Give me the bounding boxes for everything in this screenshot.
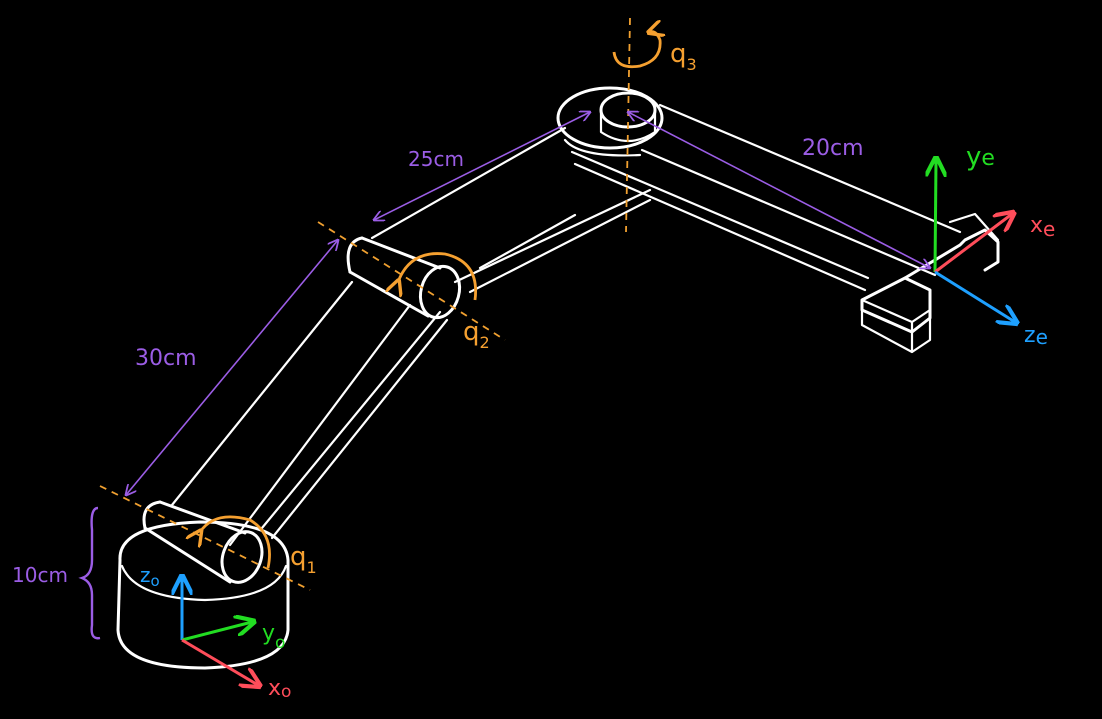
- base-cylinder: [116, 520, 290, 670]
- joint-q1-label: q1: [290, 542, 317, 577]
- link-1-length-label: 30cm: [135, 346, 197, 371]
- link-2-length-label: 25cm: [408, 147, 464, 171]
- end-z-axis: [934, 270, 1015, 322]
- end-y-axis: [935, 160, 936, 273]
- end-y-label: ye: [966, 142, 995, 172]
- base-x-label: xo: [268, 676, 291, 702]
- end-effector-gripper: [860, 212, 1000, 354]
- link-3: [570, 103, 962, 292]
- joint-1-cylinder: [142, 500, 264, 584]
- base-height-label: 10cm: [12, 563, 68, 587]
- base-z-label: zo: [140, 563, 160, 590]
- link-1: [170, 280, 449, 547]
- joint-q3-label: q3: [670, 39, 697, 74]
- dimension-lines: [78, 112, 930, 640]
- base-frame: [182, 578, 258, 685]
- joint-axes: [99, 17, 631, 591]
- link-3-length-label: 20cm: [802, 136, 864, 161]
- end-frame: [935, 160, 1015, 322]
- rotation-arrows: [200, 32, 660, 569]
- end-z-label: ze: [1024, 323, 1048, 349]
- joint-q2-label: q2: [463, 317, 490, 352]
- base-y-axis: [181, 622, 252, 642]
- base-y-label: yo: [262, 621, 285, 653]
- base-x-axis: [181, 638, 258, 685]
- end-x-axis: [934, 214, 1012, 274]
- labels: 10cm 30cm 25cm 20cm q1 q2 q3 zo yo xo ye…: [12, 39, 1055, 702]
- end-x-label: xe: [1030, 213, 1055, 241]
